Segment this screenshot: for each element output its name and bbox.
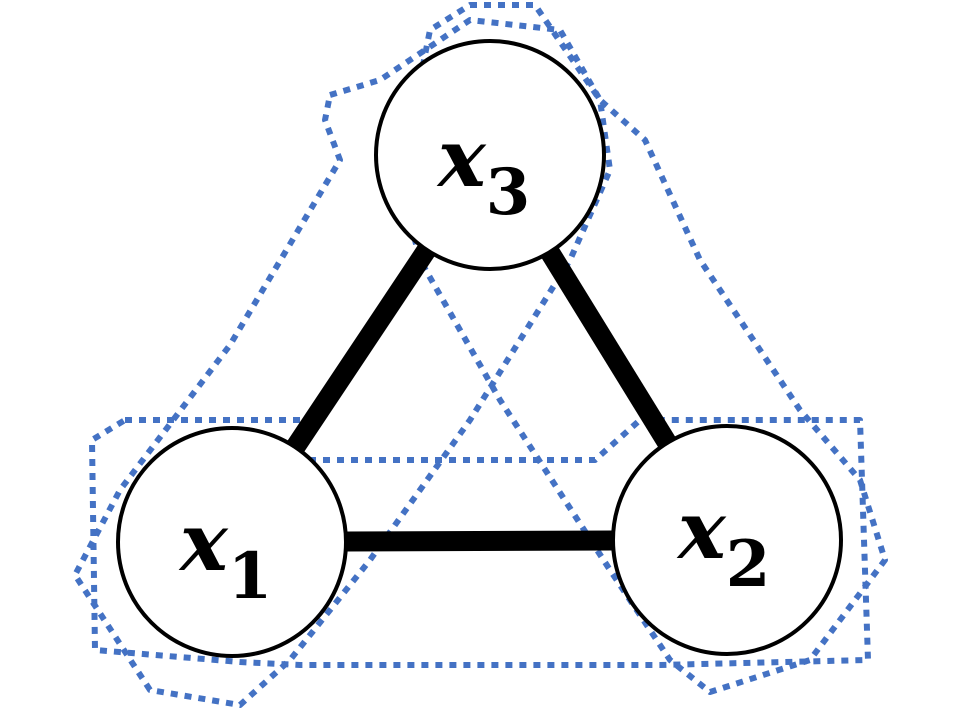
node-x2: x2 [611,424,843,656]
node-x2-subscript: 2 [726,527,771,602]
node-x3-subscript: 3 [486,155,531,230]
edge-x3-x2 [541,246,676,449]
node-x1-circle [116,426,348,658]
node-x2-circle [611,424,843,656]
node-x1-label: x1 [178,495,272,614]
edge-x1-x3 [286,244,436,453]
node-x3-circle [374,39,606,271]
node-x3-variable: x [436,111,487,205]
node-x2-label: x2 [676,483,770,602]
graph-edges [286,244,676,552]
node-x1-variable: x [178,495,229,589]
node-x3-label: x3 [436,111,530,230]
node-x1: x1 [116,426,348,658]
group-x1-x3 [72,17,613,708]
node-x3: x3 [374,39,606,271]
edge-x1-x2 [345,530,614,552]
node-x2-variable: x [676,483,727,577]
node-x1-subscript: 1 [228,539,273,614]
